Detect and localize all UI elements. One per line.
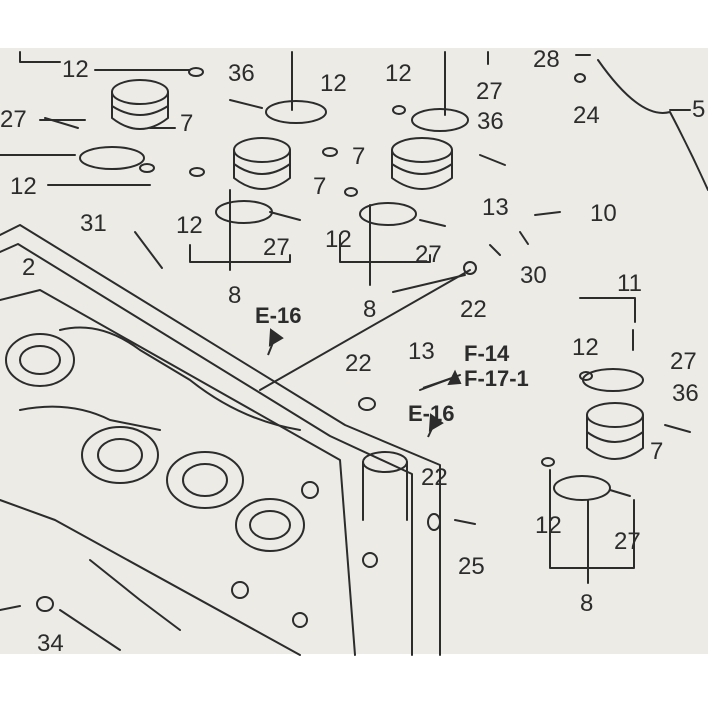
part-number: 7 (352, 143, 366, 170)
part-number: 12 (62, 56, 89, 83)
cylinder-head (0, 224, 441, 656)
leader-22-a (392, 274, 466, 293)
intake-boot-lower-right (586, 402, 644, 460)
intake-boot-center-right (391, 137, 453, 190)
part-number: 30 (520, 262, 547, 289)
washer-22-b (358, 397, 376, 411)
washer-22-c (427, 513, 441, 531)
leader-11-bracket (579, 297, 636, 323)
part-number: 22 (421, 464, 448, 491)
part-number: 8 (228, 282, 242, 309)
part-number: 7 (180, 110, 194, 137)
part-number: 12 (385, 60, 412, 87)
part-number: 8 (580, 590, 594, 617)
clamp-top-right (411, 108, 469, 132)
diagram-sheet (0, 48, 708, 654)
washer-22-a (463, 261, 477, 275)
leader-8-bracket-c (549, 469, 635, 569)
part-number: 13 (408, 338, 435, 365)
washer-12-lower (541, 457, 555, 467)
reference-arrows (267, 328, 462, 438)
reference-f17-1: F-17-1 (464, 366, 529, 391)
part-number: 2 (22, 254, 36, 281)
part-number: 31 (80, 210, 107, 237)
screw-27-mid (419, 219, 446, 227)
bolts-13-25 (454, 244, 501, 525)
washer-12-right (392, 105, 406, 115)
part-number: 7 (313, 173, 327, 200)
clip-30 (519, 231, 529, 245)
clamp-center-right (359, 202, 417, 226)
part-number: 5 (692, 96, 706, 123)
part-number: 27 (0, 106, 27, 133)
part-number: 12 (325, 226, 352, 253)
part-number: 27 (670, 348, 697, 375)
clamp-top-center (265, 100, 327, 124)
clamp-left (79, 146, 145, 170)
washer-12-center (189, 167, 205, 177)
part-number: 13 (482, 194, 509, 221)
part-number: 25 (458, 553, 485, 580)
part-number: 27 (263, 234, 290, 261)
hose-5 (597, 59, 708, 191)
part-number: 36 (672, 380, 699, 407)
screw-27-left (44, 117, 79, 129)
part-number: 34 (37, 630, 64, 657)
part-number: 27 (415, 241, 442, 268)
part-number: 12 (320, 70, 347, 97)
washer-34 (36, 596, 54, 612)
part-number: 12 (10, 173, 37, 200)
part-number: 8 (363, 296, 377, 323)
reference-f14: F-14 (464, 341, 510, 366)
part-number: 36 (477, 108, 504, 135)
washer-12-right2 (579, 371, 593, 381)
screw-36-right (479, 154, 506, 166)
part-number: 12 (572, 334, 599, 361)
sensor-10 (534, 211, 561, 216)
part-number: 27 (476, 78, 503, 105)
washer-12-mid (322, 147, 338, 157)
part-number: 36 (228, 60, 255, 87)
screw-27-lower (609, 489, 631, 497)
part-number: 10 (590, 200, 617, 227)
part-number: 22 (345, 350, 372, 377)
washer-12-top (188, 67, 204, 77)
part-number: 22 (460, 296, 487, 323)
screw-27-center (269, 211, 301, 221)
washer-12-left (139, 163, 155, 173)
washer-12-mid2 (344, 187, 358, 197)
intake-boot-upper-left (111, 79, 169, 130)
leader-8-bracket-b (339, 204, 431, 286)
leader-12-top (19, 51, 191, 71)
leader-e16 (259, 269, 471, 391)
part-number: 24 (573, 102, 600, 129)
clamp-center-left (215, 200, 273, 224)
clamp-lower-right (553, 475, 611, 501)
part-number: 11 (617, 270, 642, 297)
part-number: 28 (533, 46, 560, 73)
screw-36-lower (664, 424, 691, 433)
washer-24 (574, 73, 586, 83)
part-number: 12 (176, 212, 203, 239)
part-number: 27 (614, 528, 641, 555)
reference-e16-upper: E-16 (255, 303, 302, 328)
reference-e16-lower: E-16 (408, 401, 455, 426)
bolt-31 (134, 231, 163, 269)
part-number: 12 (535, 512, 562, 539)
intake-boot-center-left (233, 137, 291, 190)
screw-36-top (229, 99, 263, 109)
part-number: 7 (650, 438, 664, 465)
clamp-right (582, 368, 644, 392)
